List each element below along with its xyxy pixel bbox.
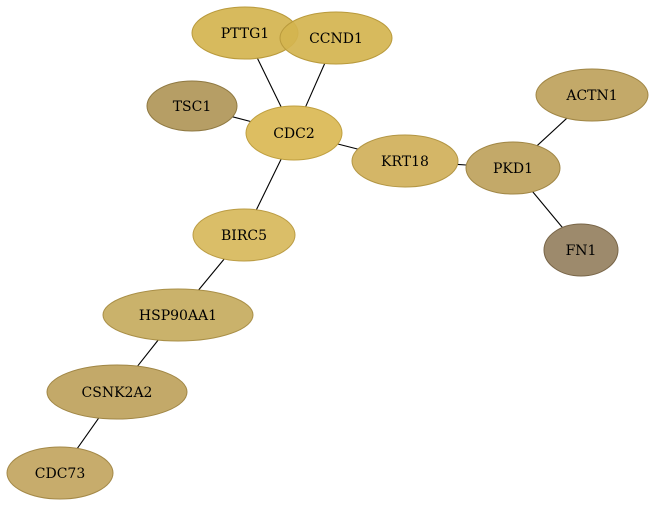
- edge-tsc1-cdc2: [232, 116, 251, 123]
- node-label: PTTG1: [221, 26, 269, 42]
- node-ellipse[interactable]: [192, 208, 296, 262]
- node-label: CSNK2A2: [82, 385, 153, 401]
- edge-pttg1-cdc2: [256, 58, 282, 108]
- node-fn1[interactable]: FN1: [543, 223, 619, 277]
- node-label: ACTN1: [565, 88, 617, 104]
- node-label: CDC2: [273, 126, 315, 142]
- node-ellipse[interactable]: [465, 141, 561, 195]
- node-label: KRT18: [381, 154, 429, 170]
- node-label: CCND1: [309, 31, 363, 47]
- node-ellipse[interactable]: [146, 80, 238, 132]
- node-ellipse[interactable]: [6, 446, 114, 500]
- edge-pkd1-fn1: [532, 191, 563, 228]
- node-ellipse[interactable]: [102, 288, 254, 342]
- node-ellipse[interactable]: [351, 134, 459, 188]
- node-tsc1[interactable]: TSC1: [146, 80, 238, 132]
- node-label: HSP90AA1: [139, 308, 217, 324]
- node-birc5[interactable]: BIRC5: [192, 208, 296, 262]
- node-label: TSC1: [173, 99, 212, 115]
- node-ellipse[interactable]: [245, 105, 343, 161]
- edge-hsp90aa1-csnk2a2: [137, 339, 159, 367]
- edge-birc5-hsp90aa1: [198, 258, 225, 291]
- edge-cdc2-birc5: [255, 158, 282, 211]
- node-cdc2[interactable]: CDC2: [245, 105, 343, 161]
- node-actn1[interactable]: ACTN1: [535, 68, 649, 122]
- node-pkd1[interactable]: PKD1: [465, 141, 561, 195]
- node-ellipse[interactable]: [543, 223, 619, 277]
- edges-layer: [76, 58, 568, 449]
- node-ccnd1[interactable]: CCND1: [279, 11, 393, 65]
- node-label: CDC73: [35, 466, 85, 482]
- edge-ccnd1-cdc2: [305, 63, 326, 108]
- edge-csnk2a2-cdc73: [76, 417, 100, 449]
- node-cdc73[interactable]: CDC73: [6, 446, 114, 500]
- edge-krt18-pkd1: [457, 163, 467, 166]
- node-krt18[interactable]: KRT18: [351, 134, 459, 188]
- node-label: PKD1: [493, 161, 533, 177]
- node-label: FN1: [566, 243, 597, 259]
- node-ellipse[interactable]: [46, 364, 188, 420]
- node-hsp90aa1[interactable]: HSP90AA1: [102, 288, 254, 342]
- node-pttg1[interactable]: PTTG1: [191, 6, 299, 60]
- node-ellipse[interactable]: [279, 11, 393, 65]
- node-csnk2a2[interactable]: CSNK2A2: [46, 364, 188, 420]
- edge-pkd1-actn1: [536, 117, 568, 147]
- node-ellipse[interactable]: [535, 68, 649, 122]
- edge-cdc2-krt18: [337, 143, 359, 150]
- node-label: BIRC5: [221, 228, 267, 244]
